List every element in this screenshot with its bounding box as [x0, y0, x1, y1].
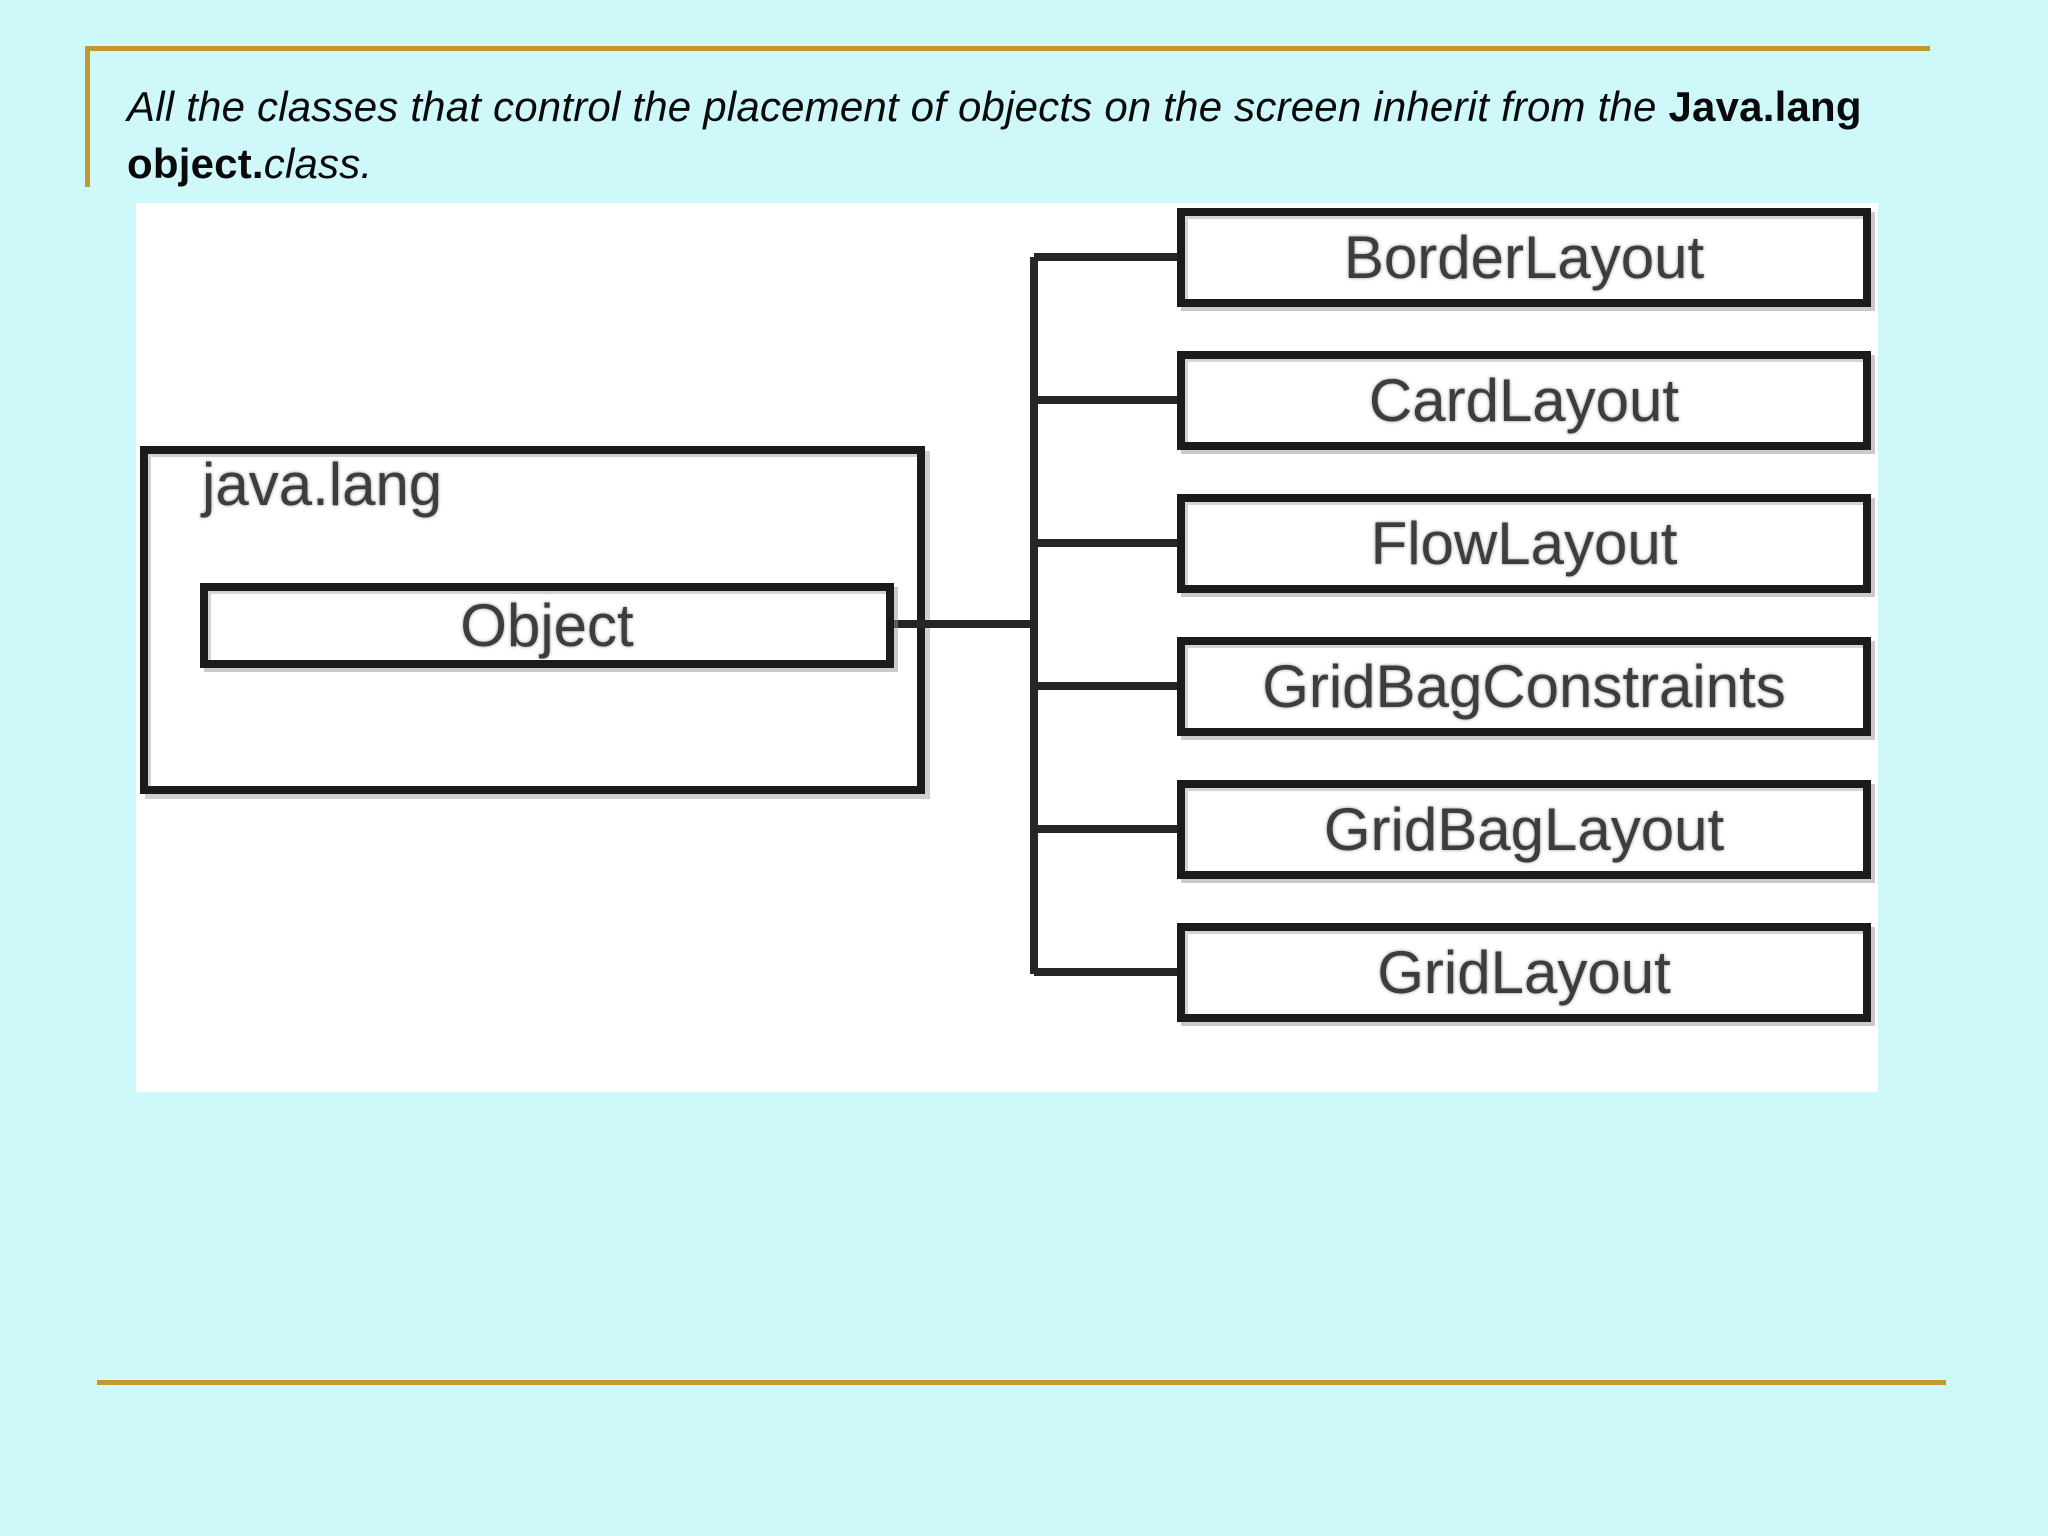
branch-line-borderlayout: [1034, 253, 1181, 261]
branch-line-gridlayout: [1034, 968, 1181, 976]
class-label-gridbagconstraints: GridBagConstraints: [1262, 652, 1786, 720]
branch-line-gridbagconstraints: [1034, 682, 1181, 690]
package-label: java.lang: [202, 451, 443, 518]
gold-left-rule: [85, 46, 90, 187]
slide-title: All the classes that control the placeme…: [127, 78, 1957, 192]
object-class-box: Object: [200, 583, 894, 668]
title-segment: Java.lang: [1668, 83, 1862, 130]
class-box-gridbaglayout: GridBagLayout: [1177, 780, 1871, 879]
object-class-label: Object: [460, 591, 634, 659]
title-segment: object.: [127, 140, 264, 187]
object-to-trunk-connector: [894, 620, 1034, 628]
class-label-borderlayout: BorderLayout: [1343, 223, 1705, 291]
class-label-gridbaglayout: GridBagLayout: [1323, 795, 1725, 863]
trunk-line: [1030, 257, 1038, 974]
branch-line-flowlayout: [1034, 539, 1181, 547]
class-label-flowlayout: FlowLayout: [1370, 509, 1678, 577]
class-box-gridlayout: GridLayout: [1177, 923, 1871, 1022]
class-label-cardlayout: CardLayout: [1368, 366, 1680, 434]
title-segment: All the classes that control the placeme…: [127, 83, 1669, 130]
title-line-1: All the classes that control the placeme…: [127, 83, 1862, 130]
branch-line-gridbaglayout: [1034, 825, 1181, 833]
class-box-cardlayout: CardLayout: [1177, 351, 1871, 450]
class-label-gridlayout: GridLayout: [1377, 938, 1671, 1006]
gold-bottom-rule: [97, 1380, 1946, 1385]
class-box-borderlayout: BorderLayout: [1177, 208, 1871, 307]
class-box-flowlayout: FlowLayout: [1177, 494, 1871, 593]
gold-top-rule: [85, 46, 1930, 51]
class-box-gridbagconstraints: GridBagConstraints: [1177, 637, 1871, 736]
title-line-2: object.class.: [127, 140, 372, 187]
branch-line-cardlayout: [1034, 396, 1181, 404]
title-segment: class.: [263, 140, 373, 187]
